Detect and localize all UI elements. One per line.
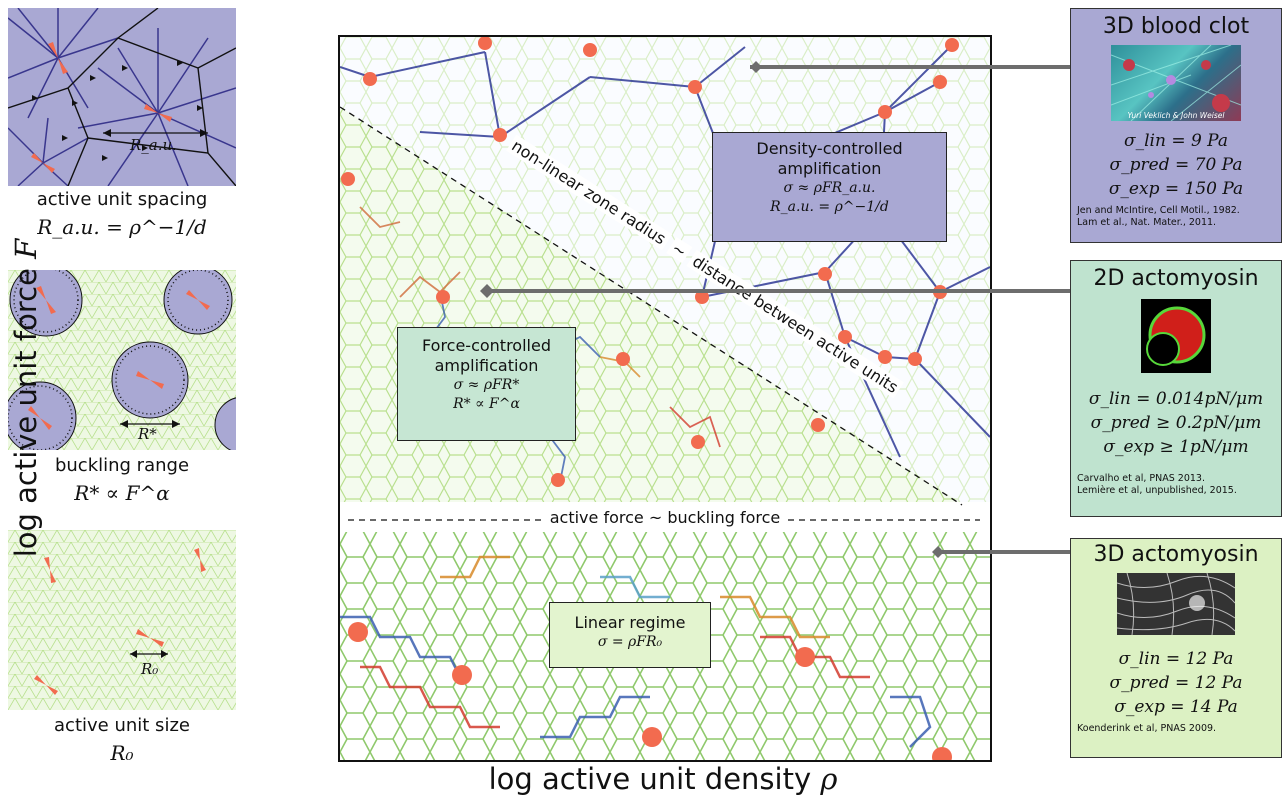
x-axis-label: log active unit density ρ [488,762,838,796]
density-eq-2: R_a.u. = ρ^−1/d [770,199,889,215]
panel2-inner-label: R* [138,425,157,443]
3d-actomyosin-title: 3D actomyosin [1093,542,1259,567]
buckling-range-graphic [8,270,236,450]
active-unit-size-panel: R₀ [8,530,236,710]
2d-actomyosin-ref-1: Carvalho et al, PNAS 2013. [1077,473,1205,484]
active-unit-spacing-graphic [8,8,236,186]
panel1-caption: active unit spacing [36,189,208,210]
panel3-inner-label: R₀ [141,660,159,678]
active-unit-size-graphic [8,530,236,710]
panel2-caption: buckling range [54,455,190,476]
2d-actomyosin-pred: σ_pred ≥ 0.2pN/μm [1090,413,1262,433]
blood-clot-credit: Yuri Veklich & John Weisel [1127,111,1225,120]
2d-actomyosin-lin: σ_lin = 0.014pN/μm [1088,389,1264,409]
y-axis-symbol: F [9,238,43,259]
3d-actomyosin-lin: σ_lin = 12 Pa [1118,649,1234,669]
3d-actomyosin-pred: σ_pred = 12 Pa [1109,673,1243,693]
2d-actomyosin-exp: σ_exp ≥ 1pN/μm [1103,437,1249,457]
horizontal-boundary-label: active force ~ buckling force [340,508,990,527]
2d-actomyosin-photo [1141,299,1211,373]
3d-actomyosin-ref-1: Koenderink et al, PNAS 2009. [1077,723,1217,734]
force-controlled-box: Force-controlled amplification σ ≈ ρFR* … [397,327,576,441]
3d-actomyosin-exp: σ_exp = 14 Pa [1114,697,1238,717]
density-title-1: Density-controlled [756,139,903,158]
blood-clot-ref-2: Lam et al., Nat. Mater., 2011. [1077,217,1217,228]
linear-regime-box: Linear regime σ = ρFR₀ [549,602,711,668]
linear-eq: σ = ρFR₀ [597,634,663,650]
panel1-inner-label: R_a.u. [130,136,177,154]
panel3-math: R₀ [110,741,134,765]
panel1-math: R_a.u. = ρ^−1/d [37,215,207,239]
buckling-range-panel: R* [8,270,236,450]
2d-actomyosin-ref-2: Lemière et al, unpublished, 2015. [1077,485,1237,496]
3d-actomyosin-image [1116,572,1236,636]
force-eq-2: R* ∝ F^α [453,396,520,412]
2d-actomyosin-title: 2D actomyosin [1093,266,1259,291]
y-axis-label: log active unit force F [9,238,43,558]
density-eq-1: σ ≈ ρFR_a.u. [783,180,876,196]
3d-actomyosin-photo [1116,572,1236,636]
x-axis-symbol: ρ [820,762,838,796]
blood-clot-texture [1110,44,1242,122]
density-title-2: amplification [777,159,882,178]
blood-clot-photo: Yuri Veklich & John Weisel [1110,44,1242,122]
main-diagram: non-linear zone radius ~ distance betwee… [338,35,992,762]
example-3d-actomyosin: 3D actomyosin σ_lin = 12 Pa σ_pred = 12 … [1070,538,1282,758]
linear-title: Linear regime [574,613,686,632]
blood-clot-title: 3D blood clot [1102,14,1250,39]
2d-actomyosin-image [1146,306,1206,366]
example-blood-clot: 3D blood clot Yuri Veklich & John Weisel… [1070,8,1282,243]
blood-clot-lin: σ_lin = 9 Pa [1123,131,1228,151]
panel2-math: R* ∝ F^α [74,481,170,505]
panel3-caption: active unit size [54,715,190,736]
active-unit-spacing-panel: R_a.u. [8,8,236,186]
density-controlled-box: Density-controlled amplification σ ≈ ρFR… [712,132,947,242]
blood-clot-exp: σ_exp = 150 Pa [1108,179,1244,199]
force-title-2: amplification [434,356,539,375]
force-eq-1: σ ≈ ρFR* [453,377,520,393]
force-title-1: Force-controlled [422,336,551,355]
blood-clot-ref-1: Jen and McIntire, Cell Motil., 1982. [1077,205,1240,216]
example-2d-actomyosin: 2D actomyosin σ_lin = 0.014pN/μm σ_pred … [1070,260,1282,517]
blood-clot-pred: σ_pred = 70 Pa [1109,155,1243,175]
